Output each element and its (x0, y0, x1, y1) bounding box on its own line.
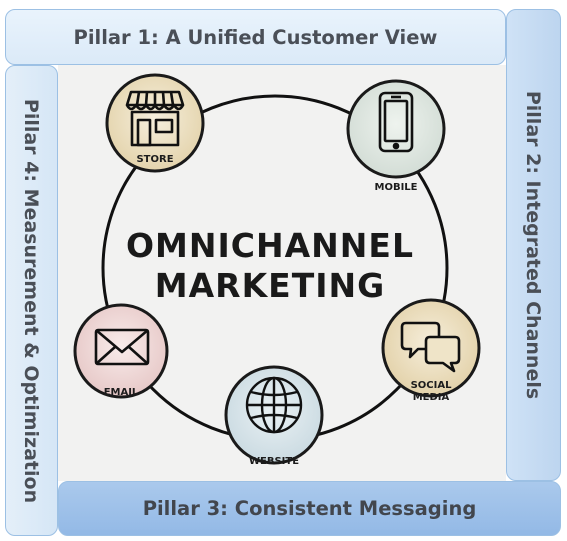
pillar-1-box: Pillar 1: A Unified Customer View (5, 9, 506, 65)
pillar-4-box: Pillar 4: Measurement & Optimization (5, 65, 58, 536)
website-label: WEBSITE (249, 456, 299, 467)
speech-bubbles-icon (400, 321, 461, 373)
center-title-line2: MARKETING (155, 266, 385, 305)
globe-icon (245, 376, 303, 434)
social-media-node: SOCIAL MEDIA (381, 298, 481, 403)
pillar-2-label: Pillar 2: Integrated Channels (522, 90, 545, 400)
pillar-4-label: Pillar 4: Measurement & Optimization (20, 98, 43, 503)
social-label-line2: MEDIA (413, 392, 450, 403)
store-label: STORE (136, 154, 173, 165)
pillar-3-box: Pillar 3: Consistent Messaging (58, 481, 561, 536)
email-node: EMAIL (73, 303, 169, 399)
social-label-line1: SOCIAL (411, 380, 453, 391)
omnichannel-diagram: OMNICHANNEL MARKETING STORE (58, 65, 506, 481)
center-title-line1: OMNICHANNEL (126, 226, 414, 265)
envelope-icon (94, 328, 150, 366)
diagram-canvas: OMNICHANNEL MARKETING STORE (73, 73, 481, 467)
website-node: WEBSITE (224, 365, 324, 467)
email-label: EMAIL (104, 387, 139, 398)
pillar-3-label: Pillar 3: Consistent Messaging (142, 497, 477, 520)
store-node: STORE (105, 73, 205, 173)
pillar-2-box: Pillar 2: Integrated Channels (506, 9, 561, 481)
storefront-icon (125, 90, 185, 147)
pillar-1-label: Pillar 1: A Unified Customer View (73, 25, 438, 49)
mobile-label: MOBILE (375, 182, 418, 193)
smartphone-icon (378, 91, 414, 153)
mobile-node: MOBILE (346, 79, 446, 193)
